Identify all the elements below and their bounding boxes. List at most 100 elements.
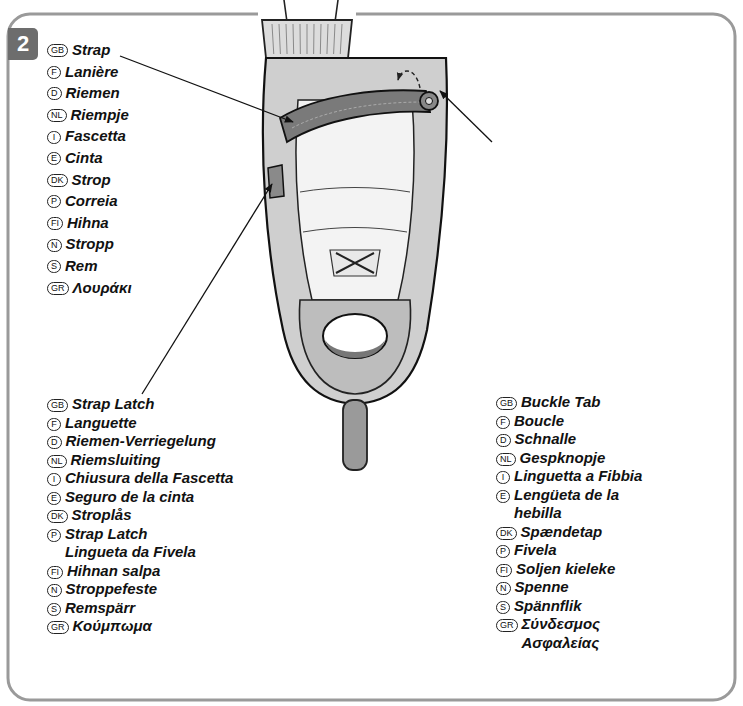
label-row: PCorreia	[47, 190, 132, 212]
part-name: Strap Latch Lingueta da Fivela	[65, 525, 211, 562]
part-name: Strap Latch	[72, 395, 155, 414]
leader-line	[120, 56, 293, 122]
label-row: D Riemen-Verriegelung	[47, 432, 233, 451]
strap-latch	[268, 165, 284, 198]
label-row: DK Stroplås	[47, 506, 233, 525]
language-code: D	[47, 436, 62, 449]
part-name: Hihnan salpa	[67, 562, 160, 581]
label-row: DKSpændetap	[496, 523, 667, 542]
part-name: Stroplås	[72, 506, 132, 525]
label-row: S Rem	[47, 255, 132, 277]
language-code: GR	[496, 619, 518, 632]
part-name: Λουράκι	[73, 277, 132, 299]
language-code: FI	[496, 564, 512, 577]
part-name: Schnalle	[515, 430, 577, 449]
wheel	[343, 400, 367, 470]
part-name: Spændetap	[521, 523, 603, 542]
language-code: E	[47, 492, 61, 505]
language-code: S	[47, 260, 61, 273]
part-name: Spännflik	[514, 597, 582, 616]
buckle-tab	[420, 92, 438, 110]
part-name: Fivela	[514, 541, 557, 560]
label-group: GBStrap LatchFLanguetteDRiemen-Verriegel…	[47, 395, 233, 636]
seam	[300, 188, 410, 193]
part-name: Riemen-Verriegelung	[66, 432, 216, 451]
part-name: Spenne	[515, 578, 569, 597]
toe-hole	[323, 314, 387, 358]
language-code: I	[47, 131, 61, 144]
part-name: Cinta	[65, 147, 103, 169]
label-row: DKStrop	[47, 169, 132, 191]
part-name: Soljen kieleke	[516, 560, 615, 579]
label-group: GBStrapFLanièreDRiemenNLRiempjeIFascetta…	[47, 39, 132, 298]
part-name: Riemen	[66, 82, 120, 104]
frame-border	[8, 14, 735, 700]
label-group: GBBuckle TabF BoucleD SchnalleNL Gespknopje…	[496, 393, 667, 652]
language-code: DK	[47, 510, 68, 523]
label-row: GR Λουράκι	[47, 277, 132, 299]
label-row: ELengüeta de la hebilla	[496, 486, 667, 523]
language-code: FI	[47, 217, 63, 230]
label-row: NL Gespknopje	[496, 449, 667, 468]
language-code: D	[496, 434, 511, 447]
part-name: Stroppefeste	[66, 580, 158, 599]
label-row: D Riemen	[47, 82, 132, 104]
language-code: GB	[47, 44, 68, 57]
strap-stitch	[292, 102, 424, 128]
label-row: NL Riempje	[47, 104, 132, 126]
part-name: Correia	[65, 190, 118, 212]
part-name: Σύνδεσμος Ασφαλείας	[522, 615, 667, 652]
label-row: NSpenne	[496, 578, 667, 597]
part-name: Rem	[65, 255, 98, 277]
language-code: S	[496, 601, 510, 614]
language-code: N	[47, 239, 62, 252]
strap	[280, 90, 430, 142]
language-code: S	[47, 603, 61, 616]
language-code: F	[47, 418, 61, 431]
motion-arrow	[398, 71, 420, 88]
label-row: IChiusura della Fascetta	[47, 469, 233, 488]
toe-cap	[299, 300, 410, 394]
leg-line	[284, 0, 338, 22]
label-row: NLRiemsluiting	[47, 451, 233, 470]
label-row: GB Strap Latch	[47, 395, 233, 414]
language-code: FI	[47, 566, 63, 579]
part-name: Stropp	[66, 233, 114, 255]
label-row: I Fascetta	[47, 125, 132, 147]
language-code: GB	[47, 399, 68, 412]
label-row: N Stroppefeste	[47, 580, 233, 599]
toe-hole-shade	[325, 340, 385, 358]
language-code: N	[47, 584, 62, 597]
language-code: NL	[47, 109, 67, 122]
part-name: Gespknopje	[520, 449, 606, 468]
language-code: F	[496, 416, 510, 429]
language-code: D	[47, 87, 62, 100]
label-row: FI Soljen kieleke	[496, 560, 667, 579]
language-code: GR	[47, 282, 69, 295]
label-row: E Cinta	[47, 147, 132, 169]
part-name: Κούμπωμα	[73, 617, 152, 636]
language-code: GR	[47, 621, 69, 634]
part-name: Lengüeta de la hebilla	[514, 486, 659, 523]
label-row: PStrap Latch Lingueta da Fivela	[47, 525, 233, 562]
label-row: FIHihna	[47, 212, 132, 234]
cuff	[262, 20, 352, 58]
label-row: GBBuckle Tab	[496, 393, 667, 412]
part-name: Fascetta	[65, 125, 126, 147]
part-name: Buckle Tab	[521, 393, 600, 412]
part-name: Boucle	[514, 412, 564, 431]
label-row: GR Κούμπωμα	[47, 617, 233, 636]
language-code: I	[496, 471, 510, 484]
lacing	[330, 250, 380, 276]
part-name: Strop	[72, 169, 111, 191]
label-row: SRemspärr	[47, 599, 233, 618]
language-code: E	[47, 152, 61, 165]
tongue	[296, 100, 414, 300]
part-name: Riempje	[71, 104, 129, 126]
label-row: D Schnalle	[496, 430, 667, 449]
leader-line	[440, 91, 492, 142]
language-code: NL	[496, 453, 516, 466]
language-code: I	[47, 473, 61, 486]
label-row: ILinguetta a Fibbia	[496, 467, 667, 486]
language-code: NL	[47, 455, 67, 468]
